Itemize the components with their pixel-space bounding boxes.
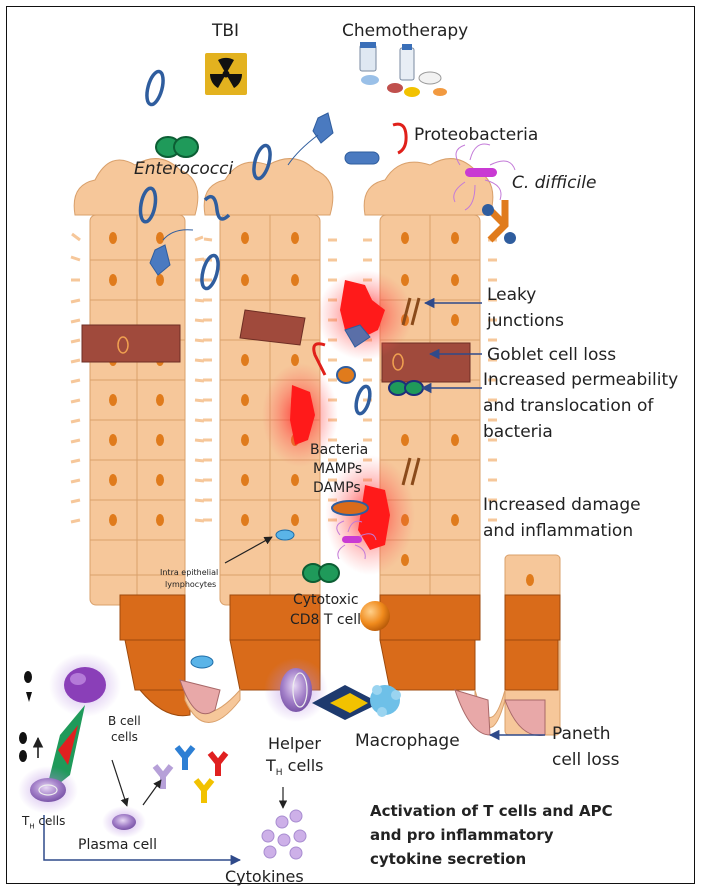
label-cytotoxic-1: Cytotoxic: [293, 592, 359, 608]
mamp-particle: [332, 501, 368, 515]
th-cell: [18, 766, 78, 814]
label-damps: DAMPs: [313, 480, 361, 496]
label-cytotoxic-2: CD8 T cell: [290, 612, 361, 628]
label-proteobacteria: Proteobacteria: [414, 125, 538, 145]
helper-t-cell: [264, 658, 328, 722]
antibody-y: [482, 200, 516, 244]
label-macrophage: Macrophage: [355, 731, 460, 751]
label-activation-1: Activation of T cells and APC: [370, 799, 613, 823]
label-leaky-junctions-2: junctions: [487, 311, 564, 331]
label-goblet-cell-loss: Goblet cell loss: [487, 345, 616, 365]
label-leaky-junctions-1: Leaky: [487, 285, 536, 305]
label-permeability-3: bacteria: [483, 422, 553, 442]
label-cytokines: Cytokines: [225, 867, 304, 886]
label-iel-2: lymphocytes: [165, 580, 216, 590]
label-paneth-2: cell loss: [552, 750, 620, 770]
label-bcell-1: B cell: [108, 714, 141, 728]
label-permeability-1: Increased permeability: [483, 370, 678, 390]
translocating-bacterium: [337, 367, 355, 383]
label-damage-2: and inflammation: [483, 521, 633, 541]
label-plasma-cell: Plasma cell: [78, 837, 157, 853]
label-bcell-2: cells: [111, 730, 138, 744]
label-mamps: MAMPs: [313, 461, 362, 477]
label-helper-1: Helper: [268, 734, 321, 753]
label-enterococci: Enterococci: [134, 159, 233, 179]
radiation-icon: [205, 53, 247, 95]
b-cell: [49, 653, 121, 717]
label-bacteria: Bacteria: [310, 442, 368, 458]
signal-dots: [19, 671, 32, 762]
label-th-cells: TH cells: [22, 814, 65, 830]
label-c-difficile: C. difficile: [512, 173, 596, 193]
label-paneth-1: Paneth: [552, 724, 611, 744]
cd8-t-cell: [360, 601, 390, 631]
label-activation-2: and pro inflammatory: [370, 823, 554, 847]
antibodies: [155, 747, 226, 803]
chemotherapy-icon: [360, 42, 447, 97]
label-tbi: TBI: [212, 21, 239, 41]
label-permeability-2: and translocation of: [483, 396, 653, 416]
plasma-cell: [102, 806, 146, 838]
label-damage-1: Increased damage: [483, 495, 641, 515]
label-activation-3: cytokine secretion: [370, 847, 526, 871]
label-iel-1: Intra epithelial: [160, 568, 218, 578]
label-chemotherapy: Chemotherapy: [342, 21, 468, 41]
label-helper-2: TH cells: [266, 756, 324, 778]
cytokine-particles: [262, 810, 306, 859]
